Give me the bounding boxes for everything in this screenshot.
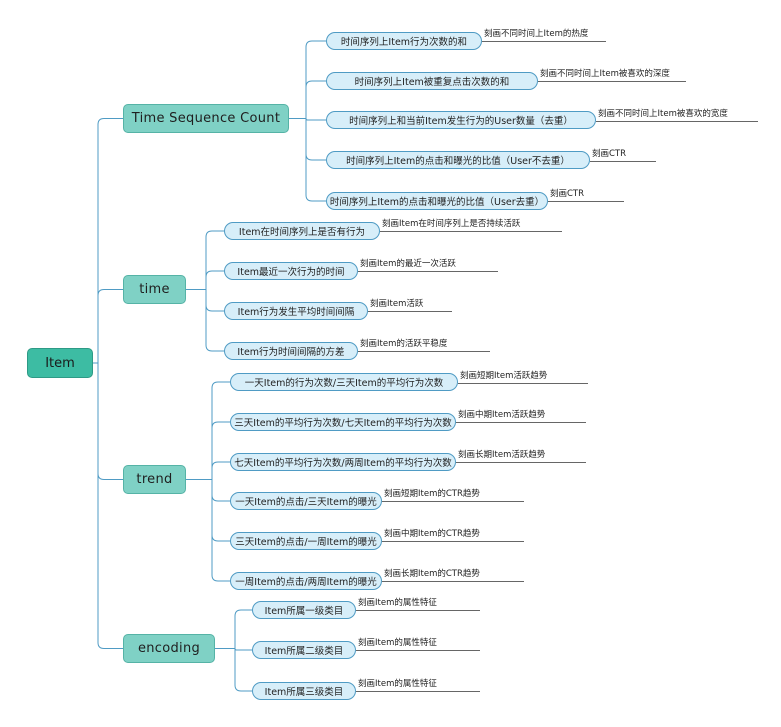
leaf-note: 刻画Item的属性特征 <box>356 679 480 692</box>
branch-leaf-connector <box>215 609 252 649</box>
leaf-node[interactable]: Item所属三级类目 <box>252 682 356 700</box>
branch-leaf-connector <box>289 40 326 119</box>
leaf-note: 刻画短期Item活跃趋势 <box>458 371 588 384</box>
branch-encoding[interactable]: encoding <box>123 634 215 663</box>
leaf-node[interactable]: 一天Item的行为次数/三天Item的平均行为次数 <box>230 373 458 391</box>
branch-leaf-connector <box>289 118 326 202</box>
root-node[interactable]: Item <box>27 348 93 378</box>
leaf-node[interactable]: 时间序列上和当前Item发生行为的User数量（去重） <box>326 111 596 129</box>
leaf-note: 刻画长期Item活跃趋势 <box>456 450 586 463</box>
root-branch-connector <box>93 118 123 364</box>
leaf-note: 刻画不同时间上Item被喜欢的宽度 <box>596 109 758 122</box>
root-branch-connector <box>93 289 123 364</box>
leaf-note: 刻画Item的活跃平稳度 <box>358 339 490 352</box>
branch-leaf-connector <box>289 118 326 161</box>
leaf-note: 刻画Item在时间序列上是否持续活跃 <box>380 219 562 232</box>
leaf-note: 刻画中期Item活跃趋势 <box>456 410 586 423</box>
branch-leaf-connector <box>215 648 252 692</box>
leaf-note: 刻画长期Item的CTR趋势 <box>382 569 524 582</box>
leaf-node[interactable]: Item行为时间间隔的方差 <box>224 342 358 360</box>
branch-leaf-connector <box>186 421 230 480</box>
leaf-node[interactable]: 七天Item的平均行为次数/两周Item的平均行为次数 <box>230 453 456 471</box>
leaf-note: 刻画Item的属性特征 <box>356 598 480 611</box>
leaf-node[interactable]: Item所属二级类目 <box>252 641 356 659</box>
branch-time[interactable]: time <box>123 275 186 304</box>
leaf-note: 刻画不同时间上Item被喜欢的深度 <box>538 69 686 82</box>
leaf-node[interactable]: 一周Item的点击/两周Item的曝光 <box>230 572 382 590</box>
leaf-node[interactable]: Item所属一级类目 <box>252 601 356 619</box>
branch-leaf-connector <box>186 479 230 502</box>
leaf-note: 刻画短期Item的CTR趋势 <box>382 489 524 502</box>
branch-time-sequence-count[interactable]: Time Sequence Count <box>123 104 289 133</box>
leaf-node[interactable]: 时间序列上Item的点击和曝光的比值（User不去重） <box>326 151 590 169</box>
leaf-note: 刻画Item的属性特征 <box>356 638 480 651</box>
branch-leaf-connector <box>186 381 230 480</box>
leaf-note: 刻画中期Item的CTR趋势 <box>382 529 524 542</box>
leaf-node[interactable]: 时间序列上Item行为次数的和 <box>326 32 482 50</box>
leaf-node[interactable]: Item在时间序列上是否有行为 <box>224 222 380 240</box>
leaf-note: 刻画Item活跃 <box>368 299 452 312</box>
branch-leaf-connector <box>289 80 326 119</box>
branch-leaf-connector <box>186 479 230 542</box>
branch-leaf-connector <box>186 230 224 290</box>
leaf-node[interactable]: Item最近一次行为的时间 <box>224 262 358 280</box>
branch-trend[interactable]: trend <box>123 465 186 494</box>
leaf-node[interactable]: 三天Item的平均行为次数/七天Item的平均行为次数 <box>230 413 456 431</box>
branch-leaf-connector <box>186 479 230 582</box>
leaf-note: 刻画CTR <box>590 149 656 162</box>
leaf-note: 刻画不同时间上Item的热度 <box>482 29 606 42</box>
leaf-node[interactable]: 一天Item的点击/三天Item的曝光 <box>230 492 382 510</box>
branch-leaf-connector <box>186 270 224 290</box>
leaf-node[interactable]: Item行为发生平均时间间隔 <box>224 302 368 320</box>
leaf-node[interactable]: 三天Item的点击/一周Item的曝光 <box>230 532 382 550</box>
leaf-note: 刻画Item的最近一次活跃 <box>358 259 498 272</box>
branch-leaf-connector <box>186 461 230 480</box>
leaf-node[interactable]: 时间序列上Item的点击和曝光的比值（User去重） <box>326 192 548 210</box>
branch-leaf-connector <box>186 289 224 312</box>
root-branch-connector <box>93 362 123 649</box>
leaf-note: 刻画CTR <box>548 189 624 202</box>
branch-leaf-connector <box>186 289 224 352</box>
leaf-node[interactable]: 时间序列上Item被重复点击次数的和 <box>326 72 538 90</box>
